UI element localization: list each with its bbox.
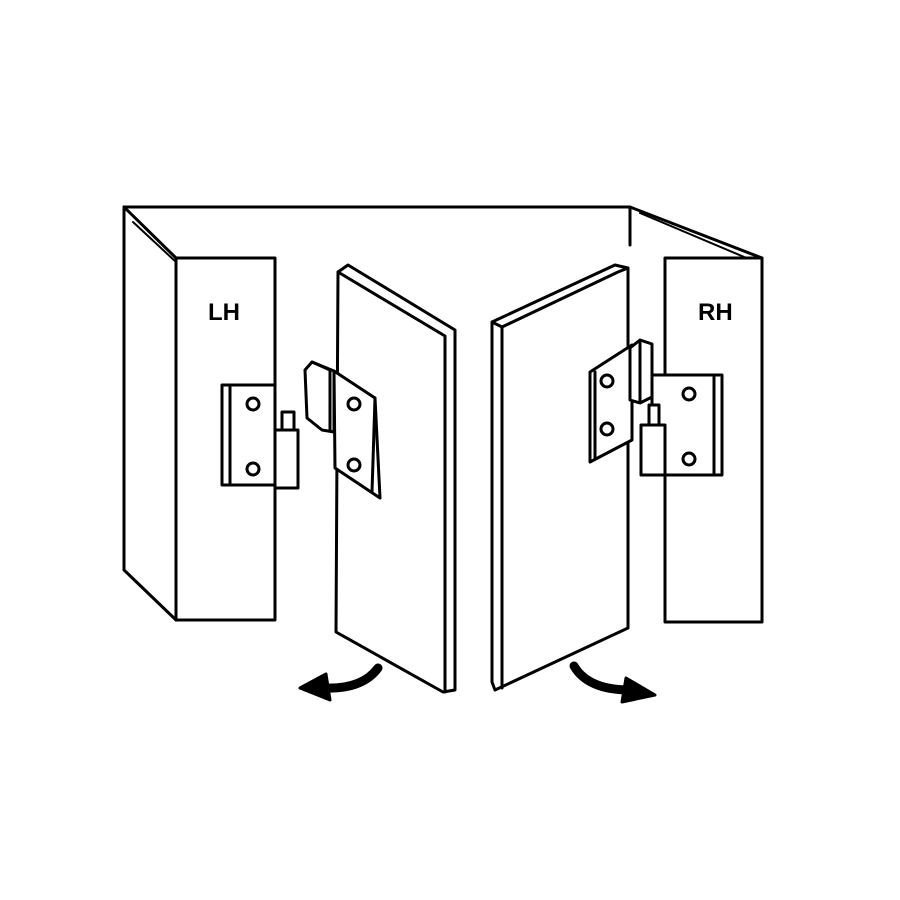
- left-swing-arrow-icon: [298, 663, 383, 702]
- left-hinge-cabinet-leaf: [220, 383, 300, 490]
- right-swing-arrow-icon: [569, 661, 657, 704]
- right-hinge-cabinet-leaf: [639, 373, 724, 477]
- right-hand-label: RH: [698, 299, 733, 326]
- left-hinge-door-leaf: [303, 360, 382, 500]
- left-hand-label: LH: [208, 299, 240, 326]
- right-hinge-door-leaf: [588, 338, 654, 464]
- cabinet-back: [122, 205, 764, 263]
- right-door: [490, 263, 630, 692]
- left-door: [334, 263, 457, 694]
